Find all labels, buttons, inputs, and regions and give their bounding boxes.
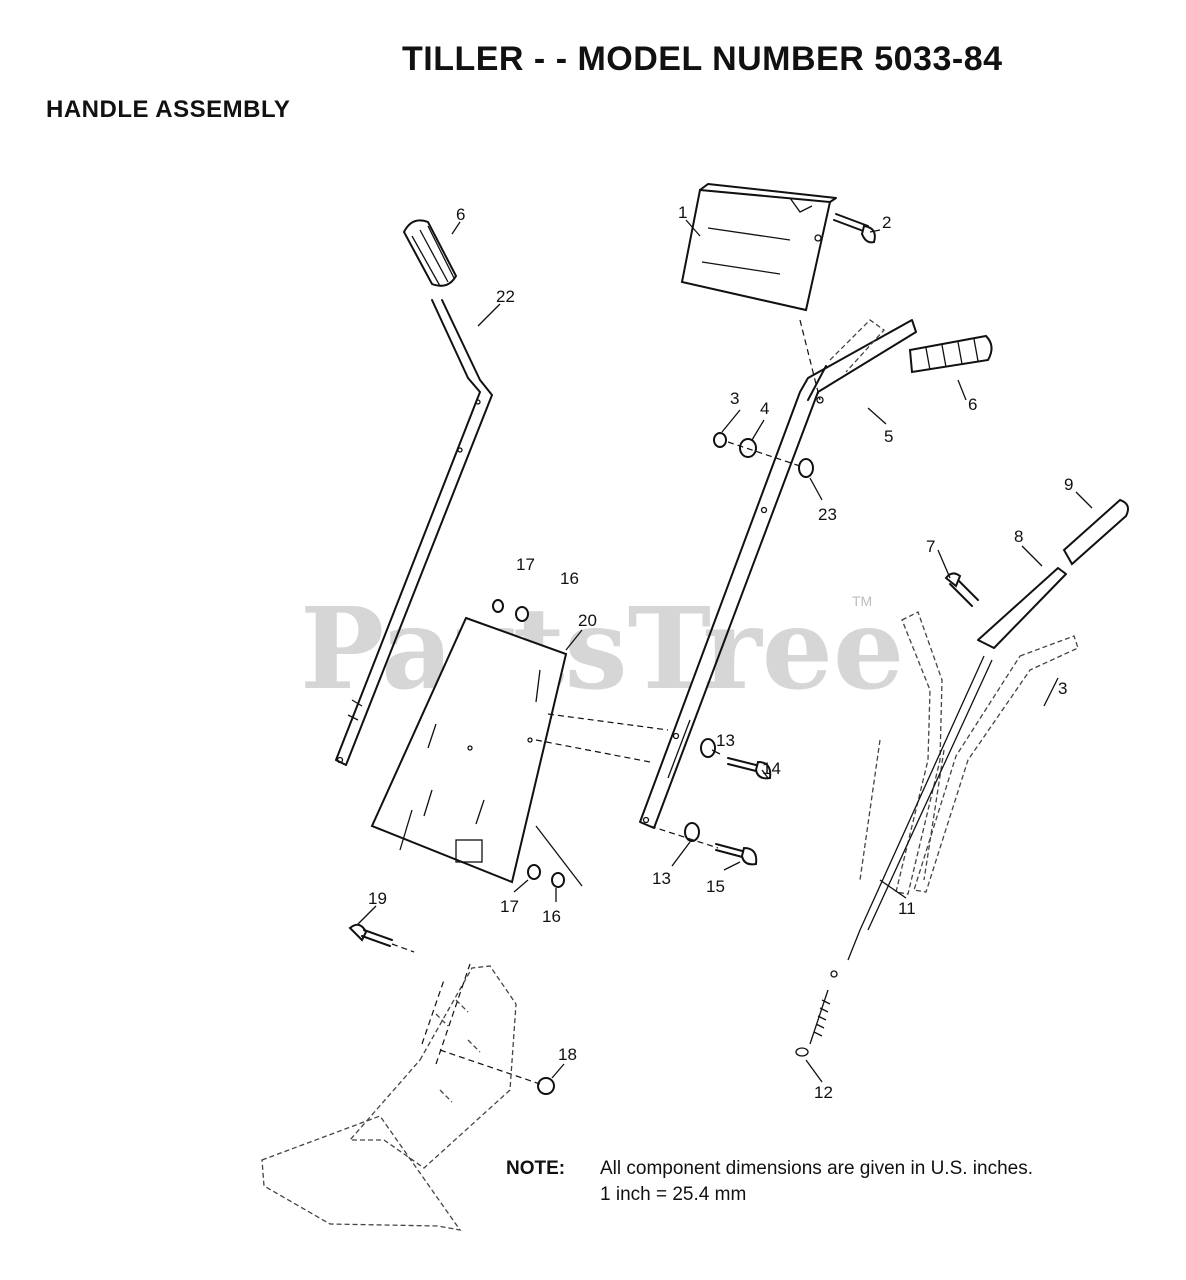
callout-6-right: 6 bbox=[968, 395, 977, 414]
section-title: HANDLE ASSEMBLY bbox=[46, 96, 291, 123]
washers-16-17 bbox=[492, 599, 583, 888]
left-hand-grip bbox=[402, 219, 458, 287]
callout-3: 3 bbox=[730, 389, 739, 408]
control-lever bbox=[944, 498, 1129, 649]
callout-15: 15 bbox=[706, 877, 725, 896]
callout-11: 11 bbox=[898, 899, 916, 918]
right-hand-grip bbox=[908, 334, 993, 374]
callout-20: 20 bbox=[578, 611, 597, 630]
callout-6-left: 6 bbox=[456, 205, 465, 224]
left-handle-tube bbox=[335, 299, 493, 766]
callout-14: 14 bbox=[762, 759, 781, 778]
callout-19: 19 bbox=[368, 889, 387, 908]
callout-23: 23 bbox=[818, 505, 837, 524]
note-line-2: 1 inch = 25.4 mm bbox=[600, 1184, 747, 1205]
callout-3-lower: 3 bbox=[1058, 679, 1067, 698]
spring-12 bbox=[795, 970, 838, 1057]
callout-9: 9 bbox=[1064, 475, 1073, 494]
tiller-frame bbox=[261, 963, 517, 1231]
watermark-tm: TM bbox=[852, 593, 872, 609]
washers-upper bbox=[713, 319, 821, 478]
note-label: NOTE: bbox=[506, 1158, 566, 1179]
callout-16-top: 16 bbox=[560, 569, 579, 588]
bolt-19 bbox=[348, 923, 415, 953]
bolt-2 bbox=[833, 213, 876, 244]
callout-22: 22 bbox=[496, 287, 515, 306]
dimension-note: NOTE: All component dimensions are given … bbox=[506, 1158, 1034, 1205]
mounting-plate bbox=[370, 616, 669, 884]
note-line-1: All component dimensions are given in U.… bbox=[600, 1158, 1034, 1179]
callout-5: 5 bbox=[884, 427, 893, 446]
callout-13-lower: 13 bbox=[652, 869, 671, 888]
nut-18 bbox=[439, 1049, 555, 1095]
callout-12: 12 bbox=[814, 1083, 833, 1102]
callout-18: 18 bbox=[558, 1045, 577, 1064]
watermark-text: PartsTree bbox=[300, 584, 904, 715]
bolts-14-15 bbox=[649, 738, 772, 866]
page-title: TILLER - - MODEL NUMBER 5033-84 bbox=[402, 40, 1003, 78]
right-handle-tube bbox=[639, 319, 917, 829]
cable-assembly bbox=[847, 611, 1079, 961]
leader-lines bbox=[357, 219, 1093, 1083]
callout-1: 1 bbox=[678, 203, 687, 222]
callout-17-top: 17 bbox=[516, 555, 535, 574]
callout-16-bottom: 16 bbox=[542, 907, 561, 926]
callout-4: 4 bbox=[760, 399, 769, 418]
callout-2: 2 bbox=[882, 213, 891, 232]
callout-labels: 1 2 3 4 5 6 6 22 23 9 7 8 3 17 16 20 13 … bbox=[368, 203, 1073, 1102]
callout-13-upper: 13 bbox=[716, 731, 735, 750]
callout-8: 8 bbox=[1014, 527, 1023, 546]
control-bracket bbox=[680, 183, 837, 312]
callout-7: 7 bbox=[926, 537, 935, 556]
callout-17-bottom: 17 bbox=[500, 897, 519, 916]
